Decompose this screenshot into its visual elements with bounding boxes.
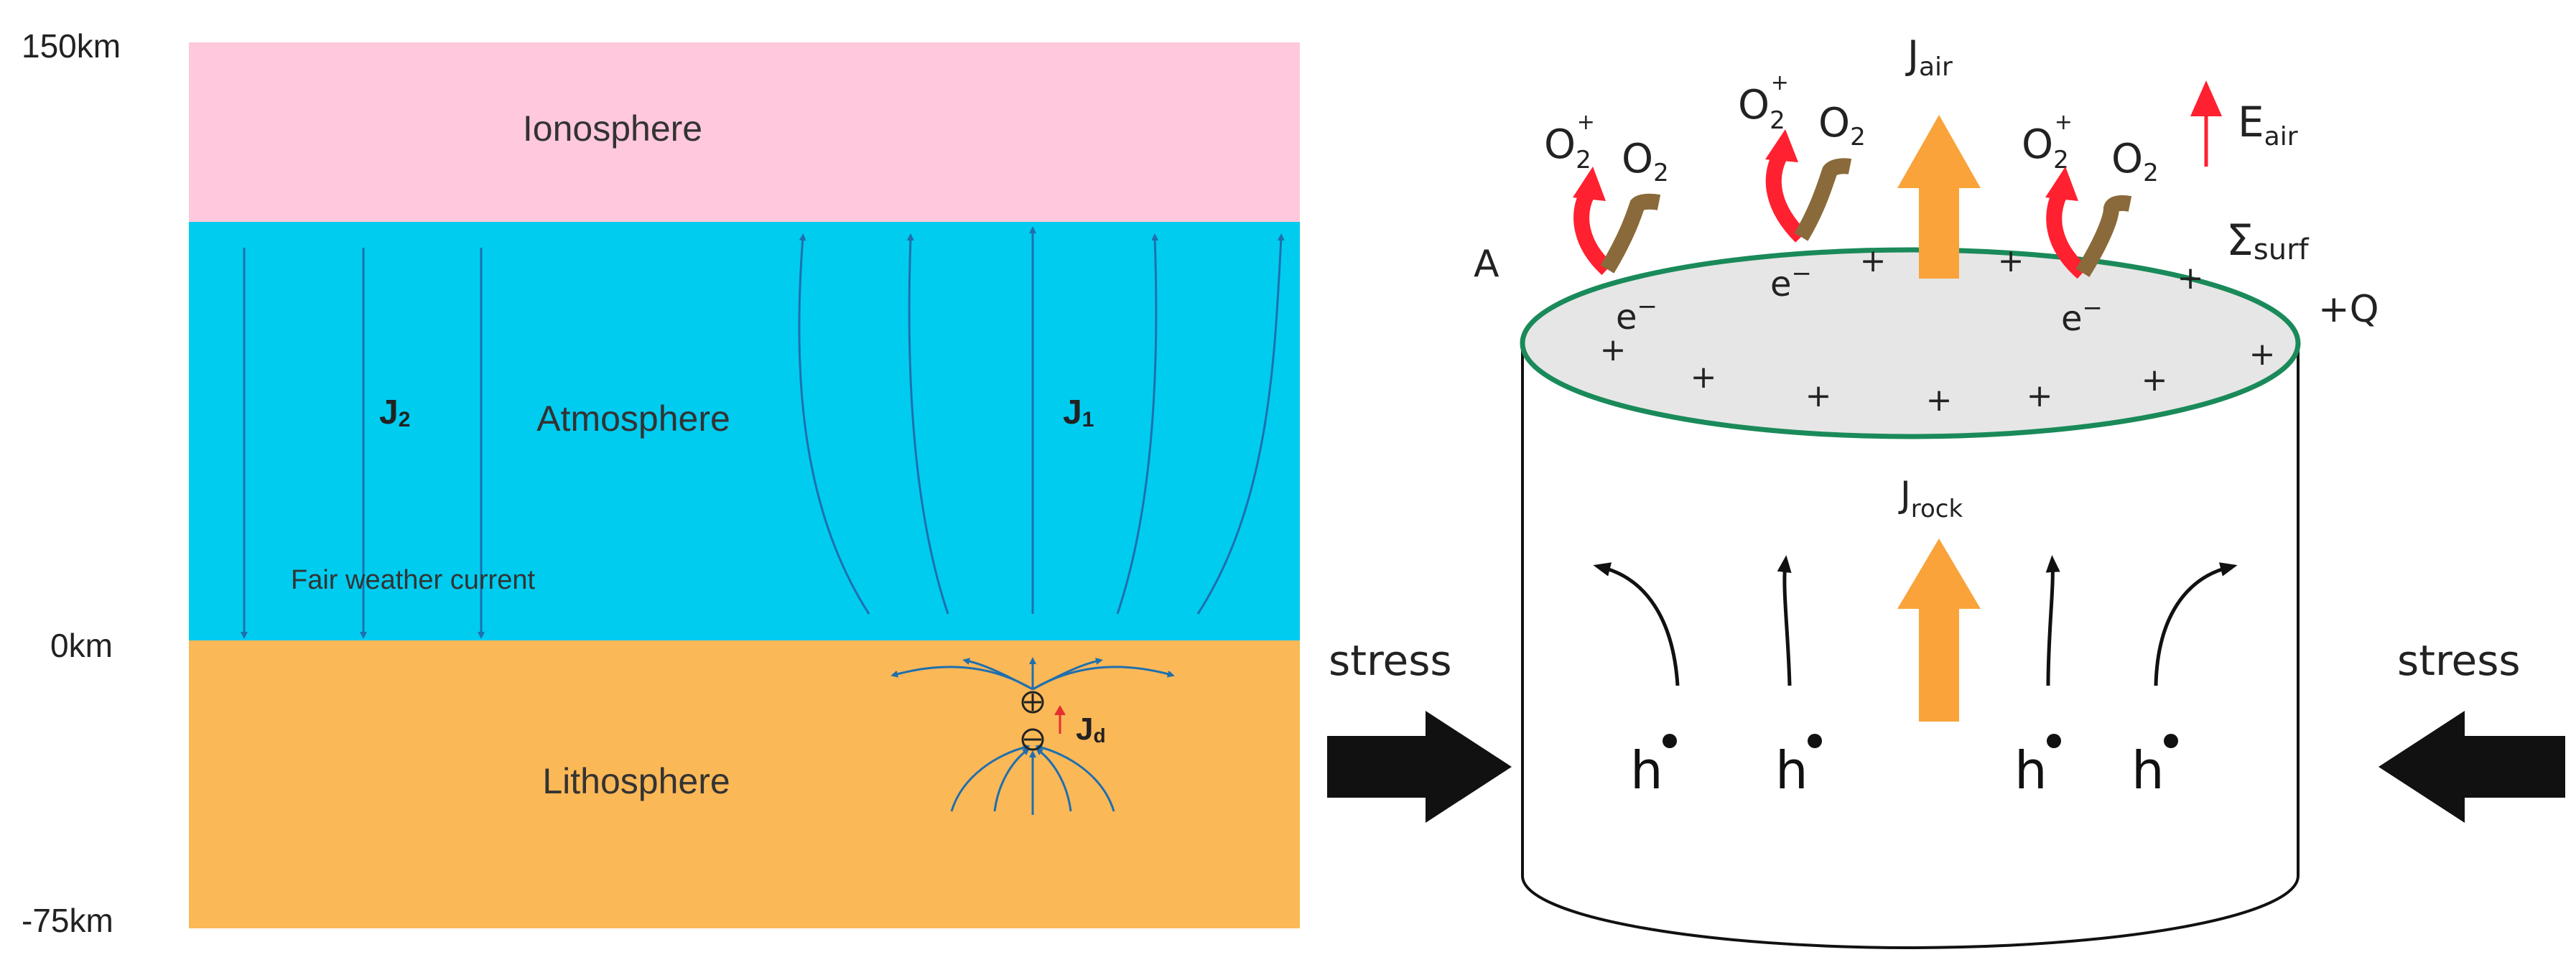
charge-label: +Q — [2318, 288, 2379, 331]
electron-label: e− — [2061, 294, 2103, 339]
oxidation-group-3: O2+ O2 — [2022, 110, 2159, 279]
atmosphere-label: Atmosphere — [536, 398, 730, 439]
dipole-field-line — [993, 747, 1030, 812]
ionization-red-arrow-icon — [1573, 190, 1613, 276]
dipole-field-line — [1032, 666, 1175, 691]
o2-label: O2 — [1622, 136, 1669, 187]
field-line-up — [906, 233, 949, 615]
electron-brown-arrow-icon — [1794, 158, 1852, 241]
negative-charge-icon — [1021, 728, 1044, 751]
stress-label-right: stress — [2397, 636, 2521, 685]
plus-sign: + — [1998, 243, 2024, 279]
oxidation-group-1: O2+ O2 — [1544, 110, 1669, 276]
electron-brown-arrow-icon — [2075, 195, 2132, 277]
sigma-surf-label: Σsurf — [2226, 215, 2310, 266]
field-line-up — [1196, 233, 1285, 615]
e-air-arrow-icon — [2190, 80, 2222, 116]
j1-field-lines — [798, 226, 1285, 615]
o2-plus-label: O2+ — [1544, 110, 1595, 174]
ionization-red-arrow-icon — [1765, 129, 1798, 162]
hole-flow-arrows — [1593, 555, 2238, 686]
o2-label: O2 — [1818, 100, 1866, 151]
jd-arrow-icon — [1054, 705, 1066, 715]
right-panel: + + + + + + + + + + e− e− e− A +Q Σsurf … — [1327, 32, 2565, 949]
hole-dot-icon — [2164, 734, 2178, 748]
hole-flow-arrow-icon — [1777, 555, 1792, 686]
rock-top-surface — [1520, 247, 2301, 439]
electron-label: e− — [1616, 292, 1657, 337]
dipole-field-line — [1036, 747, 1072, 812]
altitude-label-150km: 150km — [22, 27, 121, 65]
plus-sign: + — [1691, 359, 1717, 396]
o2-plus-label: O2+ — [2022, 110, 2073, 174]
plus-sign: + — [1600, 332, 1627, 368]
left-panel: 150km 0km -75km Ionosphere Atmosphere Li… — [22, 27, 1300, 939]
hole-label: h — [2131, 740, 2165, 801]
dipole-field-line — [962, 658, 1033, 691]
surface-positive-charges: + + + + + + + + + + — [1600, 243, 2276, 419]
fair-weather-current-label: Fair weather current — [291, 565, 535, 595]
ionosphere-layer — [189, 42, 1300, 222]
hole-flow-arrow-icon — [1593, 562, 1680, 686]
ionization-red-arrow-icon — [2045, 167, 2078, 201]
ionosphere-label: Ionosphere — [523, 108, 702, 149]
electron-brown-arrow-icon — [1600, 193, 1661, 274]
positive-charge-icon — [1021, 691, 1044, 714]
altitude-label-0km: 0km — [50, 627, 113, 664]
ionization-red-arrow-icon — [1765, 153, 1807, 243]
ionization-red-arrow-icon — [2046, 190, 2088, 279]
hole-label: h — [2014, 740, 2047, 801]
plus-sign: + — [2027, 378, 2053, 414]
hole-label: h — [1775, 740, 1808, 801]
plus-sign: + — [2142, 362, 2168, 398]
atmosphere-layer — [189, 222, 1300, 640]
j-air-label: Jair — [1905, 32, 1953, 82]
dipole-field-line — [950, 744, 1031, 812]
hole-dot-icon — [1663, 734, 1677, 748]
j-rock-arrow-icon — [1897, 538, 1981, 722]
surface-electrons: e− e− e− — [1616, 259, 2103, 339]
charge-dipole — [891, 657, 1175, 815]
plus-sign: + — [1860, 243, 1887, 279]
field-line-up — [1116, 233, 1159, 615]
e-air-label: Eair — [2238, 98, 2298, 151]
hole-flow-arrow-icon — [2045, 555, 2060, 686]
plus-sign: + — [1926, 382, 1953, 419]
o2-label: O2 — [2111, 136, 2159, 187]
plus-sign: + — [2249, 336, 2276, 373]
plus-sign: + — [1805, 378, 1832, 414]
area-label: A — [1474, 243, 1499, 286]
hole-flow-arrow-icon — [2154, 562, 2238, 686]
j-rock-label: Jrock — [1898, 474, 1963, 523]
hole-dot-icon — [1808, 734, 1822, 748]
ionization-red-arrow-icon — [1573, 167, 1606, 201]
o2-plus-label: O2+ — [1738, 70, 1789, 135]
hole-label: h — [1630, 740, 1663, 801]
hole-dots — [1663, 734, 2178, 748]
plus-sign: + — [2177, 260, 2204, 297]
rock-cylinder-body — [1521, 343, 2300, 949]
j-air-arrow-icon — [1897, 115, 1981, 279]
oxidation-group-2: O2+ O2 — [1738, 70, 1866, 243]
stress-label-left: stress — [1329, 636, 1452, 685]
altitude-label-minus75km: -75km — [22, 902, 113, 939]
hole-dot-icon — [2047, 734, 2061, 748]
stress-arrow-right-icon — [2379, 711, 2565, 823]
j2-label: J2 — [379, 393, 410, 432]
fair-weather-field-lines — [241, 248, 485, 639]
lithosphere-layer — [189, 640, 1300, 928]
stress-arrow-left-icon — [1327, 711, 1512, 823]
j1-label: J1 — [1063, 393, 1094, 432]
field-line-up — [798, 233, 870, 615]
electron-label: e− — [1770, 259, 1812, 304]
positive-holes: h h h h — [1630, 740, 2165, 801]
lithosphere-label: Lithosphere — [542, 761, 730, 801]
dipole-field-line — [1035, 744, 1115, 812]
jd-label: Jd — [1076, 712, 1106, 747]
